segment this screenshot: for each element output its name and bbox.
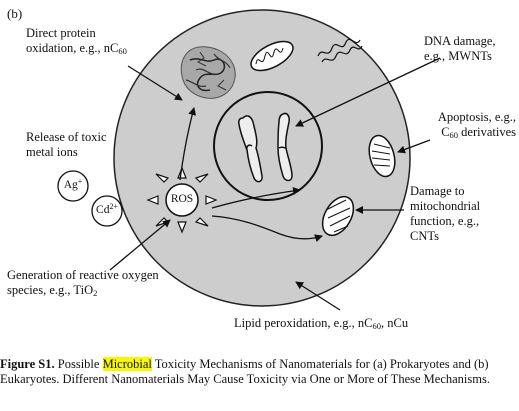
figure-caption: Figure S1. Possible Microbial Toxicity M…	[0, 357, 519, 387]
label-ros-generation: Generation of reactive oxygen species, e…	[7, 268, 159, 298]
caption-figure-number: Figure S1.	[0, 357, 55, 371]
arrow-ros-mito	[211, 215, 323, 243]
arrow-apoptosis	[397, 139, 431, 154]
protein-line-1: Direct protein	[26, 26, 96, 40]
rosgen-line-2: species, e.g., TiO	[7, 283, 94, 297]
label-mitochondrial-damage: Damage to mitochondrial function, e.g., …	[410, 184, 480, 244]
arrow-ros-nucleus	[211, 186, 301, 209]
caption-highlight: Microbial	[102, 357, 152, 371]
rosgen-line-1: Generation of reactive oxygen	[7, 268, 159, 282]
cd-charge: 2+	[109, 202, 118, 211]
metal-line-2: metal ions	[26, 145, 78, 159]
ag-base: Ag	[63, 179, 78, 191]
caption-pre: Possible	[54, 357, 103, 371]
metal-line-1: Release of toxic	[26, 130, 107, 144]
dna-line-2: e.g., MWNTs	[424, 49, 492, 63]
mito-line-4: CNTs	[410, 229, 439, 243]
apoptosis-rest: derivatives	[458, 125, 516, 139]
mitochondrion-top	[250, 40, 294, 72]
mitochondrion-right	[368, 134, 396, 178]
dna-line-1: DNA damage,	[424, 34, 496, 48]
arrow-ros-protein	[179, 107, 197, 181]
ag-charge: +	[77, 177, 83, 186]
ag-ion-label: Ag+	[58, 178, 88, 193]
arrow-lipid	[295, 281, 341, 311]
protein-line-2: oxidation, e.g., nC	[26, 41, 119, 55]
ros-label: ROS	[170, 193, 194, 205]
label-protein-oxidation: Direct protein oxidation, e.g., nC60	[26, 26, 127, 56]
apoptosis-line-1: Apoptosis, e.g.,	[437, 110, 516, 124]
panel-label: (b)	[7, 6, 23, 21]
ag-ion-circle	[57, 170, 89, 202]
label-dna-damage: DNA damage, e.g., MWNTs	[424, 34, 496, 64]
lipid-subscript: 60	[372, 321, 382, 331]
mito-line-1: Damage to	[410, 184, 465, 198]
arrow-ros-gen	[109, 219, 171, 271]
rosgen-subscript: 2	[93, 288, 98, 298]
cd-ion-label: Cd2+	[92, 203, 122, 218]
mito-line-3: function, e.g.,	[410, 214, 480, 228]
mitochondrion-damaged	[321, 195, 355, 237]
apoptosis-subscript: 60	[449, 130, 459, 140]
ros-node	[165, 183, 199, 217]
mito-line-2: mitochondrial	[410, 199, 481, 213]
nucleus	[213, 91, 323, 201]
label-metal-ions: Release of toxic metal ions	[26, 130, 107, 160]
label-lipid-peroxidation: Lipid peroxidation, e.g., nC60, nCu	[234, 316, 408, 331]
endoplasmic-reticulum	[317, 38, 363, 63]
cd-base: Cd	[96, 204, 110, 216]
chromosome-left	[238, 115, 263, 183]
protein-subscript: 60	[118, 46, 127, 56]
protein-structure	[180, 46, 236, 99]
lipid-rest: , nCu	[381, 316, 409, 330]
arrow-protein	[127, 65, 183, 101]
chromosome-right	[277, 112, 293, 182]
label-apoptosis: Apoptosis, e.g., C60 derivatives	[410, 110, 516, 140]
arrow-dna	[295, 57, 441, 127]
cd-ion-circle	[91, 195, 123, 227]
lipid-text: Lipid peroxidation, e.g., nC	[234, 316, 373, 330]
apoptosis-c: C	[441, 125, 450, 139]
caption-text: Toxicity Mechanisms of Nanomaterials for…	[0, 357, 490, 386]
